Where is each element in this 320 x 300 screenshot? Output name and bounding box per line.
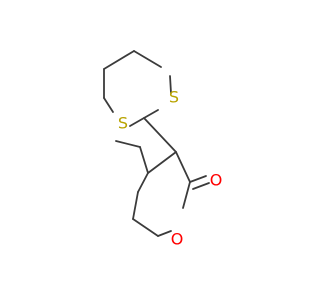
chemical-structure-diagram: S S O O — [103, 50, 223, 249]
bond-dithiane-1 — [133, 50, 162, 68]
bond-ethyl-1 — [139, 146, 149, 174]
bond-dithiane-6 — [143, 109, 159, 119]
bond-dithiane-4 — [103, 97, 114, 113]
bond-ethyl-2 — [115, 140, 141, 148]
bond-carbonyl-1 — [189, 175, 207, 183]
bond-dithiane-7 — [169, 75, 172, 94]
bond-lactone-3 — [182, 181, 191, 209]
structure-canvas: S S O O — [103, 50, 223, 249]
carbonyl-oxygen-label: O — [210, 171, 223, 190]
bond-lactone-5 — [132, 218, 159, 237]
ring-oxygen-label: O — [171, 230, 184, 249]
bond-lactone-6 — [132, 191, 139, 220]
sulfur-atom-label: S — [169, 88, 179, 107]
bond-dithiane-2 — [103, 50, 135, 70]
bond-carbonyl-2 — [192, 182, 210, 190]
bond-lactone-7 — [137, 172, 149, 193]
sulfur-atom-label: S — [118, 114, 128, 133]
bond-lactone-4 — [157, 230, 172, 237]
bond-lactone-1 — [147, 151, 177, 174]
bond-dithiane-5 — [129, 117, 145, 127]
bond-ch2-link — [143, 117, 177, 153]
bond-lactone-2 — [175, 151, 191, 183]
